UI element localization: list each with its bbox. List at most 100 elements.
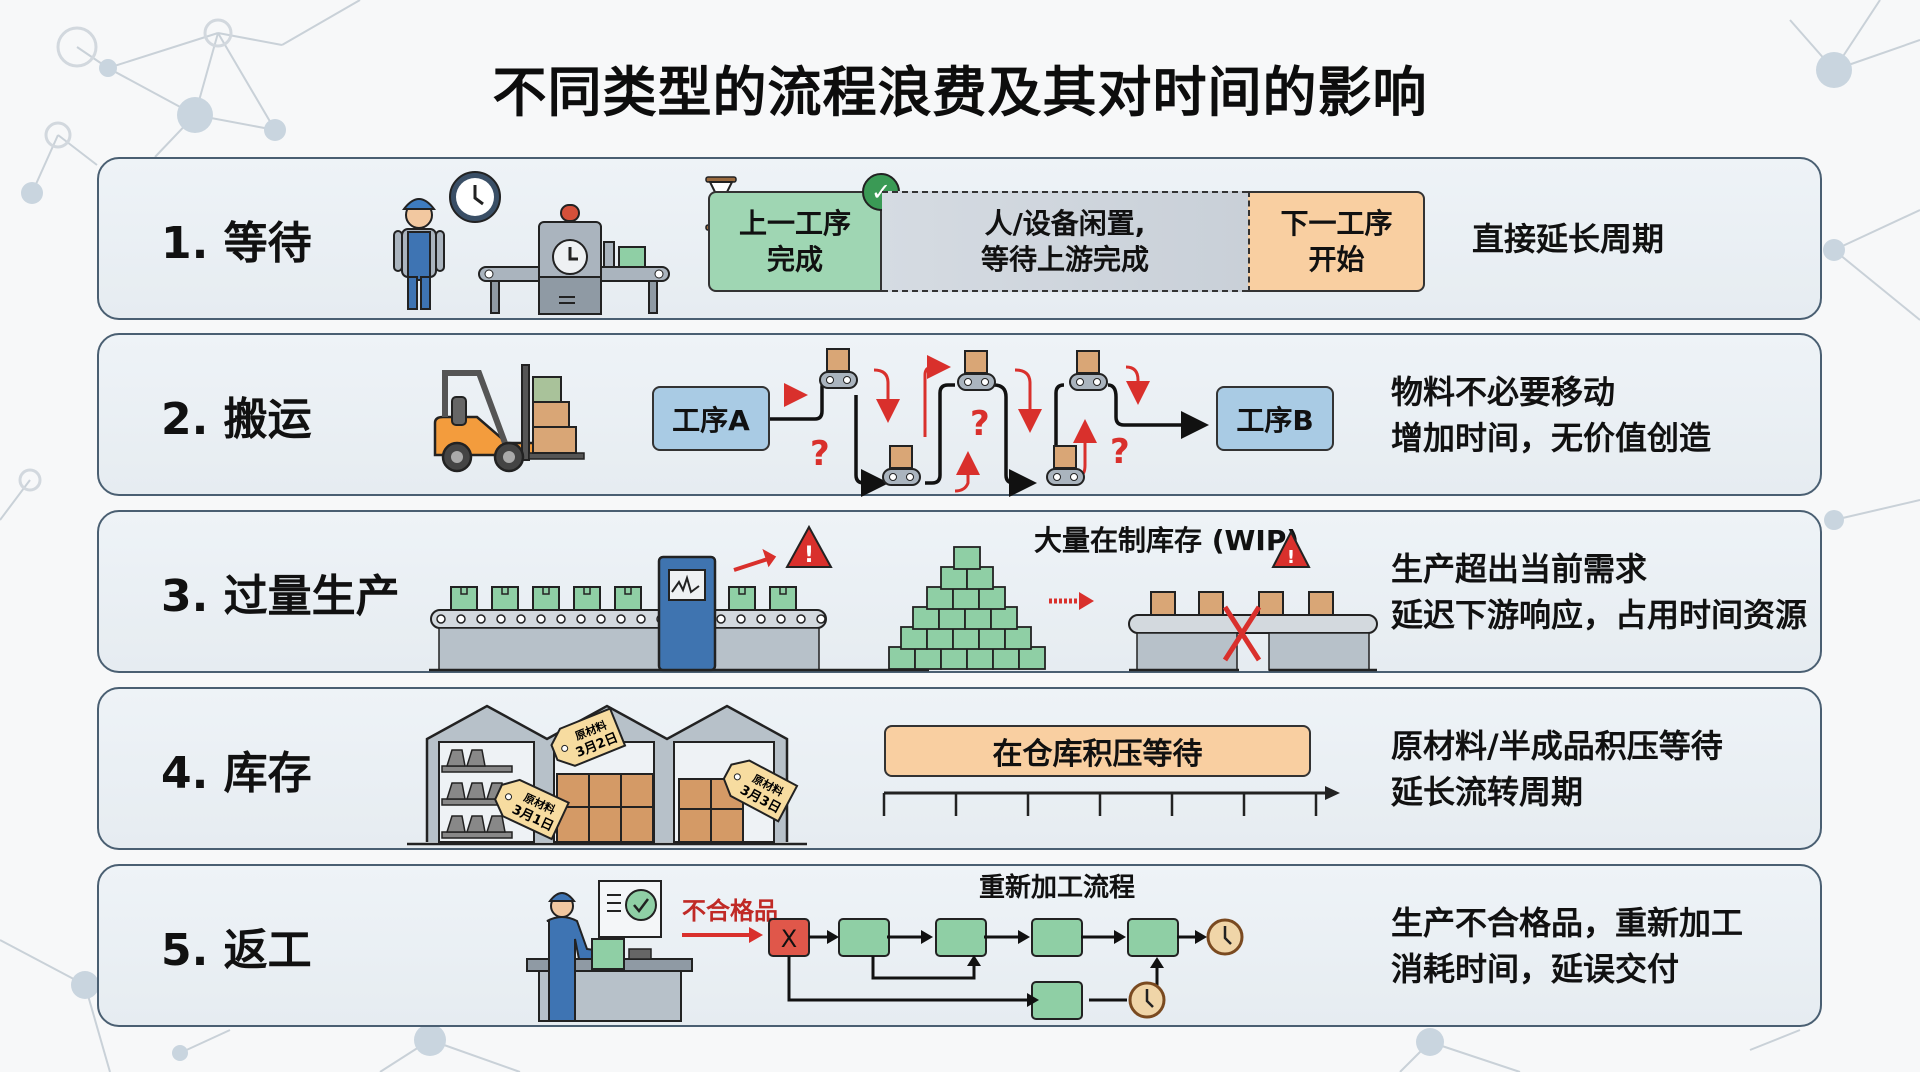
process-step-box: [1031, 918, 1083, 957]
clock-icon: [1128, 981, 1166, 1019]
product-box-icon: [938, 606, 966, 630]
process-a-box: 工序A: [652, 386, 770, 451]
conveyor-icon: [1046, 445, 1085, 486]
product-box-icon: [966, 566, 994, 590]
tag-icon: 原材料 3月3日: [722, 759, 799, 823]
row-description: 物料不必要移动 增加时间，无价值创造: [1391, 335, 1711, 494]
process-step-box: [838, 918, 890, 957]
rework-illustration: 不合格品 重新加工流程 X: [526, 872, 1244, 1022]
product-box-icon: [532, 586, 560, 611]
monitor-check-icon: [598, 880, 662, 960]
desc-line: 增加时间，无价值创造: [1391, 418, 1712, 457]
defect-label: 不合格品: [682, 897, 778, 925]
machine-icon: [478, 204, 670, 315]
process-b-label: 工序B: [1236, 403, 1314, 437]
timeline-icon: [882, 786, 1340, 816]
question-icon: ? ? ?: [810, 404, 1130, 474]
warning-icon: !: [733, 524, 833, 572]
product-box-icon: [614, 586, 642, 611]
flow-title: 重新加工流程: [979, 872, 1135, 903]
warning-icon: [1271, 529, 1311, 568]
process-step-box: [1031, 981, 1083, 1020]
prev-step-box: 上一工序 完成: [708, 191, 882, 292]
waste-row-rework: 5. 返工 不合格品 重新加工流程 X: [97, 864, 1822, 1027]
row-description: 直接延长周期: [1472, 159, 1664, 318]
product-box-icon: [728, 586, 756, 611]
machine-icon: [657, 555, 717, 672]
waste-row-inventory: 4. 库存 原材料 3月2日 原材料 3月1日: [97, 687, 1822, 850]
svg-text:?: ?: [1110, 432, 1130, 472]
overproduction-illustration: ! 大量在制库存 (WIP) !: [429, 524, 1378, 672]
row-label: 3. 过量生产: [161, 570, 400, 622]
conveyor-icon: [819, 348, 858, 389]
waste-row-overproduction: 3. 过量生产 ! 大量在制库存 (WIP): [97, 510, 1822, 673]
desc-line: 原材料/半成品积压等待: [1391, 726, 1723, 765]
product-box-icon: [1004, 626, 1032, 650]
row-description: 生产超出当前需求 延迟下游响应，占用时间资源: [1391, 512, 1807, 671]
product-box-icon: [912, 606, 940, 630]
prev-step-line2: 完成: [766, 242, 823, 276]
desc-line: 物料不必要移动: [1391, 372, 1616, 411]
product-box-icon: [990, 606, 1018, 630]
svg-text:X: X: [781, 925, 797, 953]
desc-line: 延长流转周期: [1391, 772, 1584, 811]
row-label: 2. 搬运: [161, 393, 312, 445]
product-box-icon: [914, 646, 942, 670]
product-box-icon: [940, 646, 968, 670]
product-box-icon: [978, 626, 1006, 650]
next-step-box: 下一工序 开始: [1248, 191, 1425, 292]
product-box-icon: [769, 586, 797, 611]
next-step-line2: 开始: [1308, 242, 1365, 276]
process-b-box: 工序B: [1216, 386, 1334, 451]
svg-text:?: ?: [970, 404, 990, 444]
row-label: 5. 返工: [161, 924, 312, 976]
product-box-icon: [900, 626, 928, 650]
product-box-icon: [888, 646, 916, 670]
row-description: 原材料/半成品积压等待 延长流转周期: [1391, 689, 1723, 848]
svg-text:?: ?: [810, 434, 830, 474]
wip-label: 大量在制库存 (WIP): [1034, 524, 1299, 557]
row-description: 生产不合格品，重新加工 消耗时间，延误交付: [1391, 866, 1743, 1025]
idle-line2: 等待上游完成: [980, 242, 1149, 276]
row-label: 1. 等待: [161, 217, 312, 269]
product-box-icon: [450, 586, 478, 611]
process-step-box: [935, 918, 987, 957]
page-title: 不同类型的流程浪费及其对时间的影响: [492, 61, 1428, 124]
product-box-icon: [940, 566, 968, 590]
tag-icon: 原材料 3月2日: [550, 707, 627, 767]
warehouse-wait-label: 在仓库积压等待: [992, 737, 1203, 772]
box-pile-icon: [888, 546, 1046, 670]
desc-line: 生产不合格品，重新加工: [1391, 903, 1744, 942]
blocked-x-icon: [1222, 605, 1262, 662]
process-a-label: 工序A: [672, 403, 750, 437]
row-label: 4. 库存: [161, 747, 312, 799]
product-box-icon: [978, 586, 1006, 610]
svg-text:!: !: [804, 543, 814, 568]
transport-flow: ? ? ?: [770, 348, 1209, 497]
process-step-box: [1127, 918, 1179, 957]
tag-icon: 原材料 3月1日: [494, 778, 570, 841]
product-box-icon: [966, 646, 994, 670]
waiting-illustration: [393, 171, 737, 315]
waste-row-waiting: 1. 等待: [97, 157, 1822, 320]
conveyor-icon: [1069, 350, 1108, 391]
prev-step-line1: 上一工序: [738, 206, 851, 240]
waste-row-transport: 2. 搬运 工序A 工序B: [97, 333, 1822, 497]
forklift-icon: [433, 364, 585, 473]
product-box-icon: [952, 626, 980, 650]
conveyor-icon: [429, 609, 929, 672]
product-box-icon: [926, 626, 954, 650]
idle-wait-box: 人/设备闲置, 等待上游完成: [882, 191, 1248, 292]
product-box-icon: [491, 586, 519, 611]
reject-icon: X: [768, 918, 810, 957]
desc-line: 直接延长周期: [1472, 219, 1665, 258]
svg-text:!: !: [1287, 547, 1295, 568]
idle-line1: 人/设备闲置,: [984, 206, 1146, 240]
desc-line: 消耗时间，延误交付: [1391, 949, 1680, 988]
next-step-line1: 下一工序: [1280, 206, 1393, 240]
product-box-icon: [953, 546, 981, 570]
product-box-icon: [573, 586, 601, 611]
inspector-icon: [526, 892, 693, 1022]
conveyor-icon: [882, 445, 921, 486]
